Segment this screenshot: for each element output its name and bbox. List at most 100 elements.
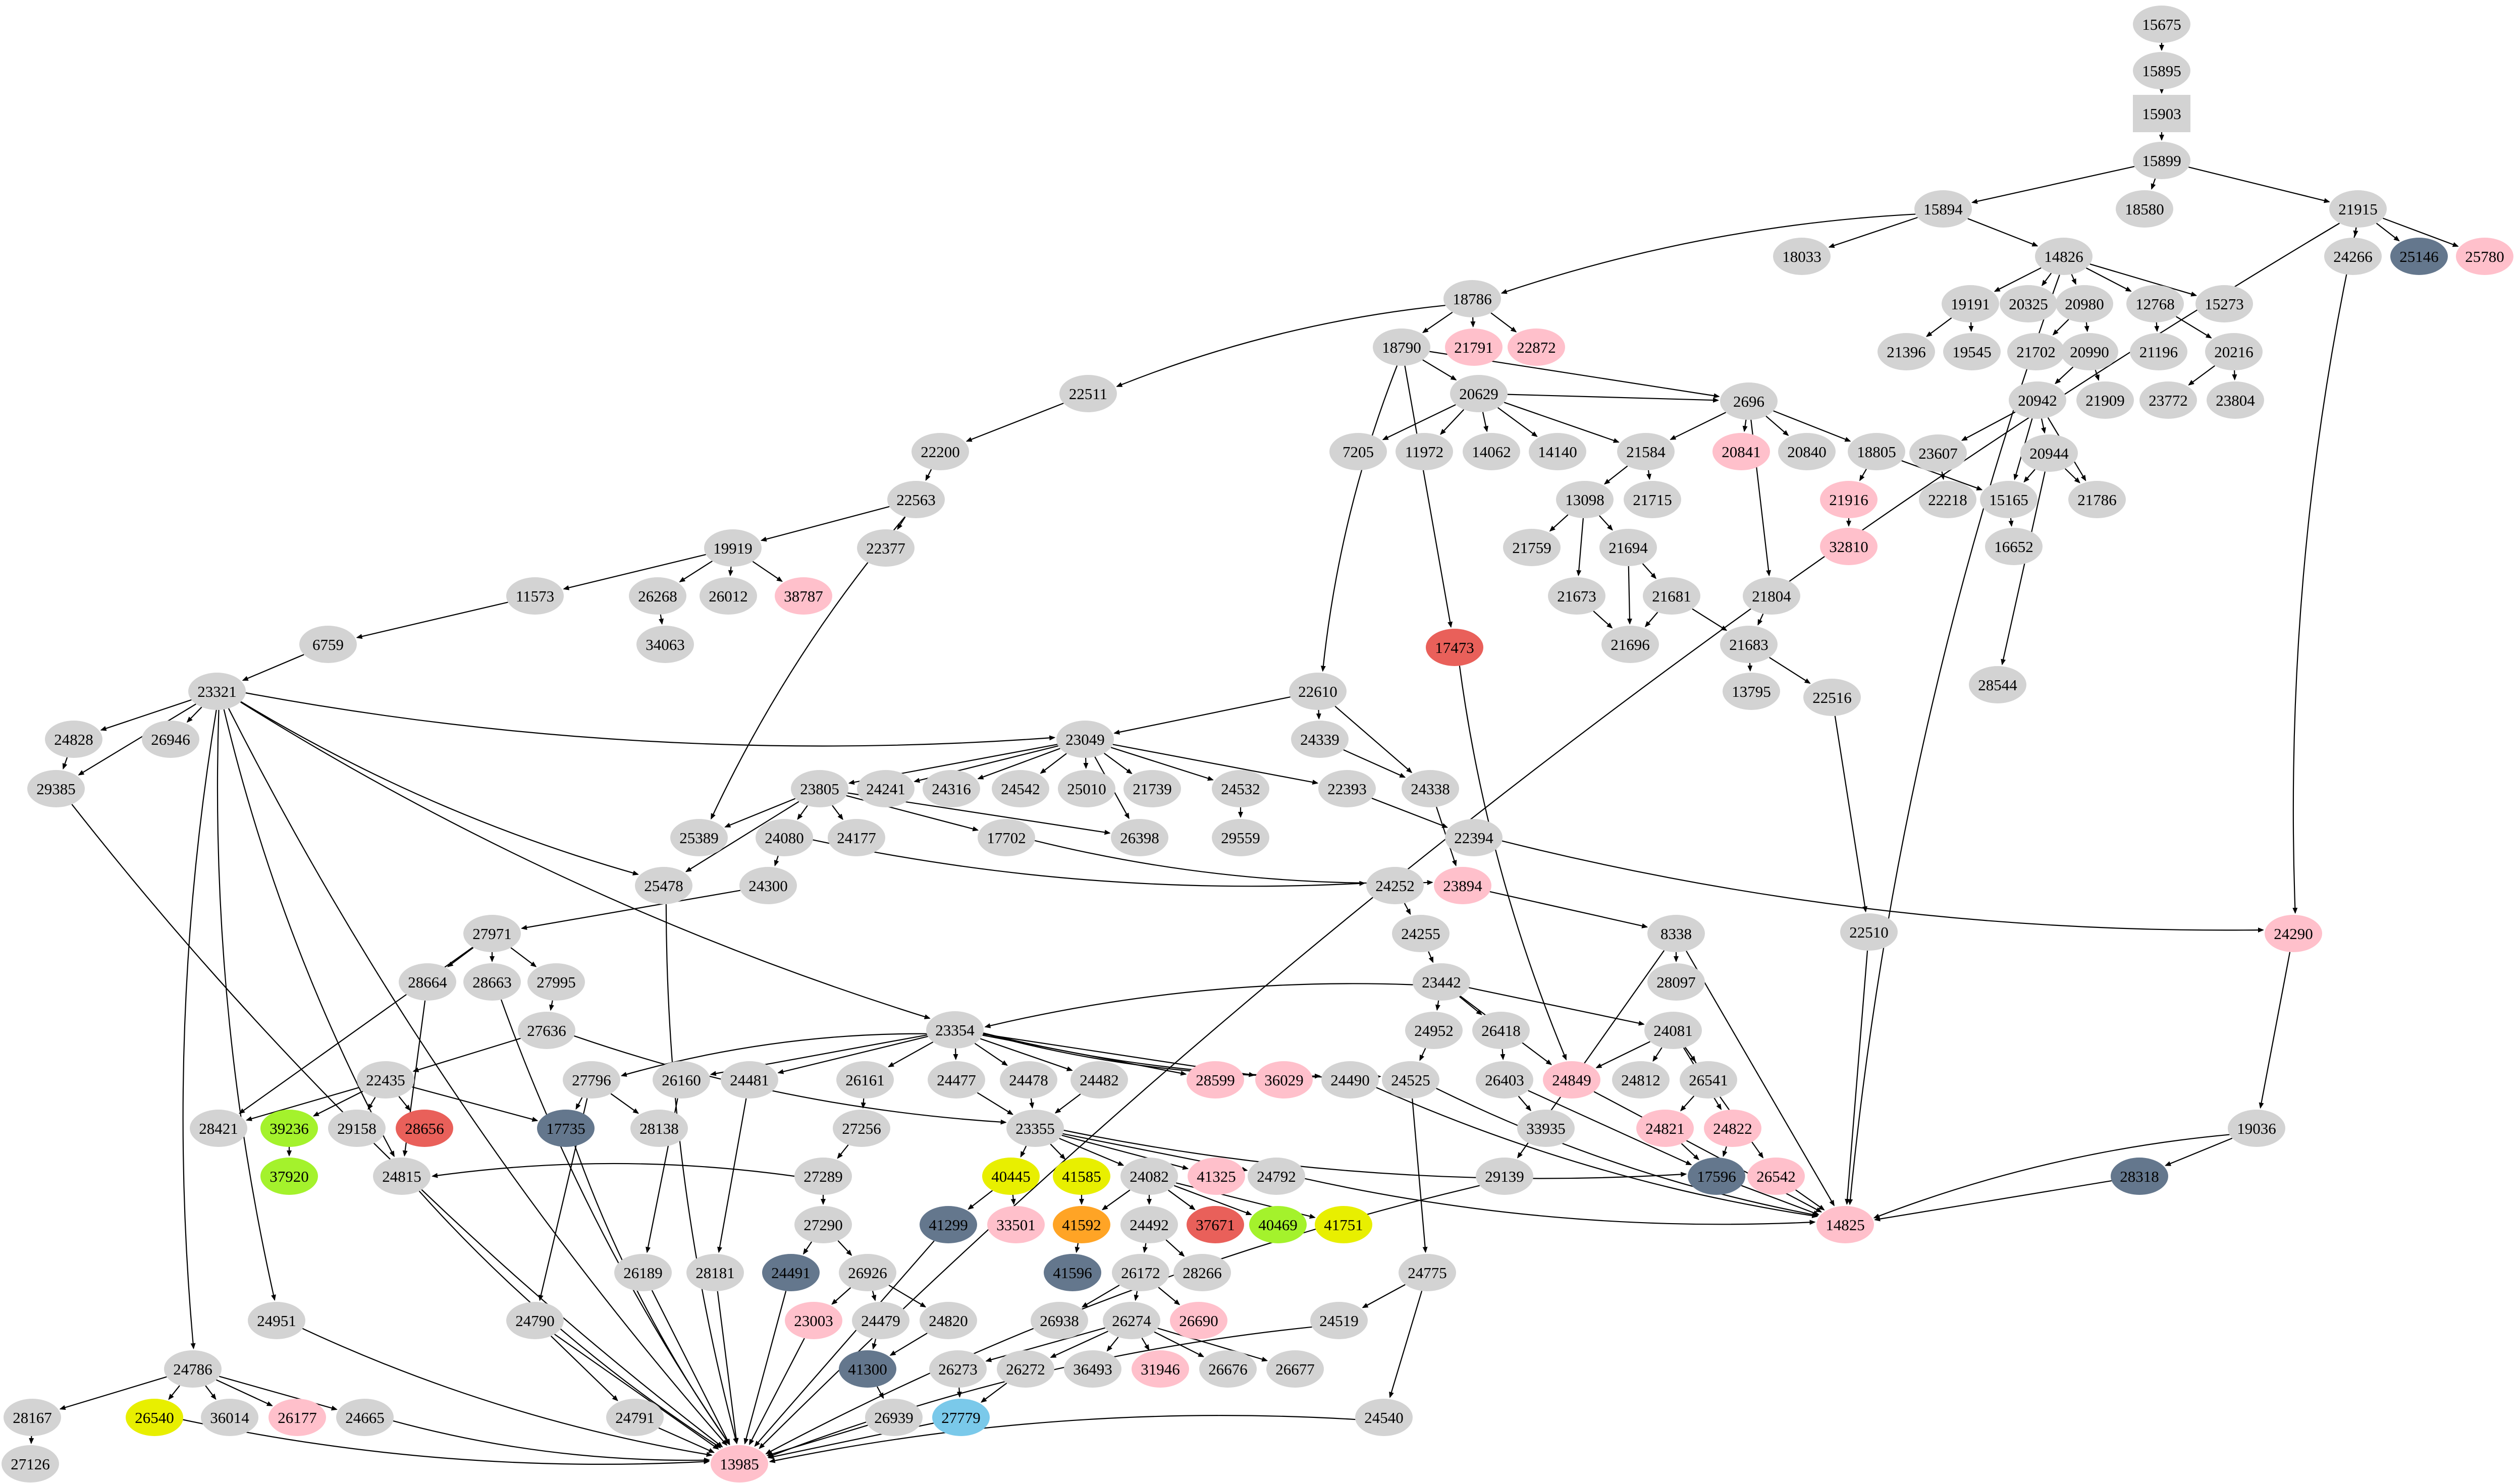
- graph-edge: [1873, 1134, 2230, 1219]
- graph-edge: [1050, 1331, 1108, 1358]
- graph-node-24822: 24822: [1704, 1110, 1761, 1147]
- graph-node-15273: 15273: [2195, 285, 2253, 322]
- graph-edge: [813, 839, 1366, 887]
- graph-node-20944: 20944: [2020, 434, 2078, 472]
- graph-edge: [658, 1427, 715, 1453]
- graph-edge: [2095, 369, 2100, 381]
- graph-node-27779: 27779: [932, 1399, 990, 1436]
- graph-edge: [1050, 1143, 1066, 1160]
- graph-node-24252: 24252: [1366, 867, 1424, 904]
- graph-node-14826: 14826: [2035, 238, 2093, 275]
- graph-edge: [717, 1291, 739, 1445]
- graph-node-15903: 15903: [2133, 95, 2190, 132]
- graph-node-24478: 24478: [1000, 1061, 1057, 1098]
- graph-edge: [797, 805, 808, 820]
- graph-node-20980: 20980: [2056, 285, 2113, 322]
- graph-edge: [412, 1086, 539, 1122]
- graph-node-25146: 25146: [2390, 238, 2448, 275]
- graph-edge: [980, 1383, 1007, 1403]
- graph-edge: [1134, 1291, 1139, 1301]
- graph-node-21786: 21786: [2068, 481, 2126, 518]
- graph-edge: [302, 1328, 713, 1457]
- graph-edge: [888, 1041, 934, 1067]
- graph-edge: [205, 1385, 217, 1400]
- graph-node-24786: 24786: [164, 1350, 222, 1388]
- graph-edge: [242, 654, 304, 681]
- graph-edge: [1436, 1087, 1819, 1217]
- graph-edge: [610, 1093, 639, 1114]
- graph-node-41592: 41592: [1053, 1206, 1110, 1243]
- graph-edge: [356, 601, 508, 639]
- graph-edge: [1652, 1047, 1663, 1062]
- graph-node-26926: 26926: [839, 1254, 896, 1291]
- graph-node-28544: 28544: [1969, 666, 2026, 703]
- graph-edge: [78, 703, 196, 776]
- graph-edge: [1165, 1239, 1185, 1257]
- graph-node-24290: 24290: [2265, 915, 2322, 952]
- graph-node-26268: 26268: [629, 577, 686, 615]
- graph-edge: [240, 701, 931, 1019]
- graph-node-15895: 15895: [2133, 52, 2190, 89]
- graph-edge: [1528, 1090, 1692, 1166]
- graph-node-22516: 22516: [1803, 679, 1861, 716]
- graph-node-18790: 18790: [1373, 328, 1430, 366]
- graph-node-28318: 28318: [2111, 1158, 2168, 1195]
- graph-node-23804: 23804: [2207, 381, 2264, 419]
- graph-node-24338: 24338: [1402, 770, 1459, 807]
- graph-node-28663: 28663: [463, 963, 521, 1001]
- edges: [29, 42, 2459, 1465]
- graph-node-26012: 26012: [700, 577, 757, 615]
- graph-edge: [2001, 471, 2046, 666]
- graph-node-29385: 29385: [27, 770, 85, 807]
- graph-edge: [777, 1035, 928, 1074]
- graph-node-32810: 32810: [1820, 528, 1878, 565]
- graph-edge: [217, 709, 276, 1301]
- graph-node-28599: 28599: [1187, 1061, 1244, 1098]
- graph-node-24241: 24241: [857, 770, 915, 807]
- graph-node-23442: 23442: [1413, 963, 1470, 1001]
- graph-node-22377: 22377: [857, 529, 915, 567]
- graph-node-20942: 20942: [2009, 381, 2066, 419]
- graph-edge: [1059, 1138, 1124, 1166]
- graph-edge: [837, 1144, 849, 1159]
- graph-edge: [1497, 407, 1538, 437]
- graph-node-24482: 24482: [1070, 1061, 1128, 1098]
- graph-edge: [1549, 514, 1569, 532]
- graph-edge: [659, 614, 664, 625]
- graph-edge: [984, 983, 1413, 1028]
- graph-edge: [728, 566, 733, 577]
- graph-node-26189: 26189: [614, 1254, 672, 1291]
- graph-edge: [1422, 359, 1457, 380]
- graph-edge: [100, 699, 192, 731]
- graph-node-27636: 27636: [518, 1012, 575, 1049]
- graph-node-11573: 11573: [506, 577, 564, 615]
- graph-node-24815: 24815: [373, 1158, 431, 1195]
- graph-node-22511: 22511: [1059, 375, 1117, 412]
- graph-edge: [1576, 518, 1584, 577]
- graph-edge: [1343, 749, 1406, 778]
- graph-edge: [1158, 1287, 1181, 1305]
- graph-node-38787: 38787: [775, 577, 832, 615]
- graph-node-21702: 21702: [2007, 333, 2065, 370]
- graph-edge: [889, 1333, 928, 1356]
- graph-edge: [831, 1287, 851, 1305]
- graph-node-20840: 20840: [1778, 433, 1836, 470]
- graph-edge: [1110, 747, 1214, 781]
- graph-edge: [1680, 1095, 1695, 1112]
- graph-node-15165: 15165: [1980, 481, 2038, 518]
- graph-edge: [1684, 1047, 1764, 1159]
- graph-edge: [2175, 316, 2212, 339]
- graph-edge: [554, 1334, 719, 1450]
- graph-node-41585: 41585: [1053, 1158, 1110, 1195]
- graph-node-24952: 24952: [1405, 1012, 1463, 1049]
- graph-node-26677: 26677: [1266, 1350, 1324, 1388]
- graph-node-22510: 22510: [1840, 913, 1898, 951]
- graph-node-6759: 6759: [299, 626, 357, 663]
- graph-edge: [1769, 656, 1811, 684]
- graph-edge: [574, 1145, 730, 1446]
- graph-edge: [1627, 566, 1632, 625]
- graph-node-24339: 24339: [1291, 721, 1349, 758]
- graph-node-23003: 23003: [785, 1302, 842, 1339]
- graph-edge: [832, 805, 843, 820]
- graph-edge: [574, 1035, 1007, 1125]
